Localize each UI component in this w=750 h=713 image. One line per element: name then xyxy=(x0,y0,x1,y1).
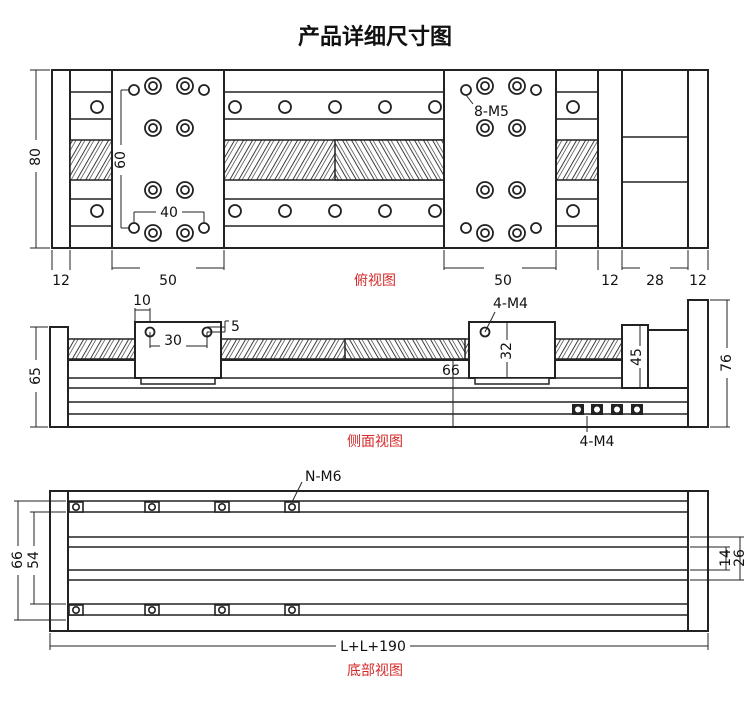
top-dim-height: 80 xyxy=(28,148,44,166)
top-left-endplate xyxy=(51,69,71,249)
bottom-dim-length: L+L+190 xyxy=(340,639,406,655)
side-dimension-lines xyxy=(30,299,730,432)
top-view xyxy=(30,69,709,270)
top-motor xyxy=(621,69,689,249)
side-right-endplate xyxy=(687,299,709,428)
side-dim-holes-top: 4-M4 xyxy=(493,296,528,312)
side-carriage-right xyxy=(468,321,556,379)
bottom-holes xyxy=(68,501,300,616)
top-dim-hole-h: 40 xyxy=(160,205,178,221)
bottom-view xyxy=(14,481,744,650)
bottom-dim-gap-b: 26 xyxy=(732,549,748,567)
drawing-title: 产品详细尺寸图 xyxy=(298,24,452,50)
bottom-dim-inner: 54 xyxy=(26,551,42,569)
top-right-endplate-b xyxy=(687,69,709,249)
top-dim-left-end: 12 xyxy=(52,273,70,289)
bottom-profile-lines xyxy=(68,500,688,616)
top-carriage-left xyxy=(111,69,225,249)
top-right-carriage-holes xyxy=(460,77,542,242)
side-dim-carriage-h: 32 xyxy=(499,342,515,360)
side-dim-height: 65 xyxy=(28,367,44,385)
bottom-dim-gap-a: 14 xyxy=(718,549,734,567)
side-dim-holes-side: 4-M4 xyxy=(580,434,615,450)
top-dimension-lines xyxy=(30,69,709,270)
side-dim-block-h: 45 xyxy=(629,348,645,366)
top-dim-motor: 28 xyxy=(646,273,664,289)
bottom-dim-outer: 66 xyxy=(10,551,26,569)
top-dim-holes: 8-M5 xyxy=(474,104,509,120)
side-dim-total-h: 76 xyxy=(719,354,735,372)
top-dim-right-end-b: 12 xyxy=(689,273,707,289)
top-dim-carriage-right: 50 xyxy=(494,273,512,289)
top-right-endplate-a xyxy=(597,69,623,249)
side-lead-screw-mid xyxy=(344,338,466,360)
side-motor xyxy=(647,329,689,389)
top-dim-right-end-a: 12 xyxy=(601,273,619,289)
side-dim-slot-w: 10 xyxy=(133,293,151,309)
side-holes xyxy=(572,404,643,415)
side-view-caption: 侧面视图 xyxy=(347,434,403,450)
top-lead-screw-mid xyxy=(334,139,446,181)
bottom-dimension-lines xyxy=(14,481,744,650)
top-dim-carriage-left: 50 xyxy=(159,273,177,289)
top-rail-holes xyxy=(90,100,580,218)
bottom-dim-holes: N-M6 xyxy=(305,469,342,485)
side-dim-pitch: 30 xyxy=(164,333,182,349)
side-dim-width: 66 xyxy=(442,363,460,379)
side-left-endplate xyxy=(49,326,69,428)
top-left-carriage-holes xyxy=(128,77,210,242)
top-dim-hole-v: 60 xyxy=(113,151,129,169)
bottom-left-endplate xyxy=(49,490,69,632)
side-view xyxy=(30,299,730,432)
top-view-caption: 俯视图 xyxy=(354,273,396,289)
side-carriage-left xyxy=(134,321,222,379)
bottom-right-endplate xyxy=(687,490,709,632)
side-dim-offset: 5 xyxy=(231,319,240,335)
top-carriage-right xyxy=(443,69,557,249)
bottom-view-caption: 底部视图 xyxy=(347,663,403,679)
